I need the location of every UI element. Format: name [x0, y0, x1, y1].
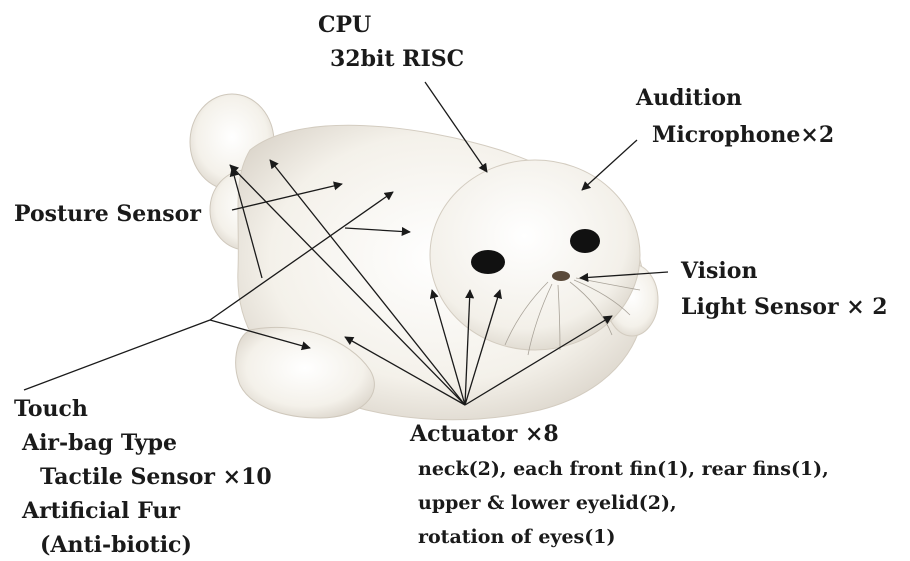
touch-line-main — [24, 320, 210, 390]
posture-sensor-label: Posture Sensor — [14, 203, 201, 225]
touch-line-4: (Anti-biotic) — [40, 534, 192, 556]
nose — [552, 271, 570, 281]
audition-title: Audition — [636, 87, 742, 109]
cpu-title: CPU — [318, 14, 371, 36]
vision-detail: Light Sensor × 2 — [681, 296, 888, 318]
actuator-line-3: rotation of eyes(1) — [418, 528, 615, 547]
actuator-line-2: upper & lower eyelid(2), — [418, 494, 677, 513]
actuator-line-1: neck(2), each front fin(1), rear fins(1)… — [418, 460, 829, 479]
touch-line-1: Air-bag Type — [22, 432, 177, 454]
audition-arrow — [582, 140, 637, 190]
touch-title: Touch — [14, 398, 88, 420]
actuator-title: Actuator ×8 — [410, 423, 559, 445]
right-eye — [570, 229, 600, 253]
touch-line-2: Tactile Sensor ×10 — [40, 466, 272, 488]
seal-body — [190, 94, 658, 420]
seal-head — [430, 160, 640, 350]
vision-title: Vision — [681, 260, 757, 282]
audition-detail: Microphone×2 — [652, 124, 834, 146]
cpu-detail: 32bit RISC — [330, 48, 464, 70]
left-eye — [471, 250, 505, 274]
touch-line-3: Artificial Fur — [22, 500, 180, 522]
